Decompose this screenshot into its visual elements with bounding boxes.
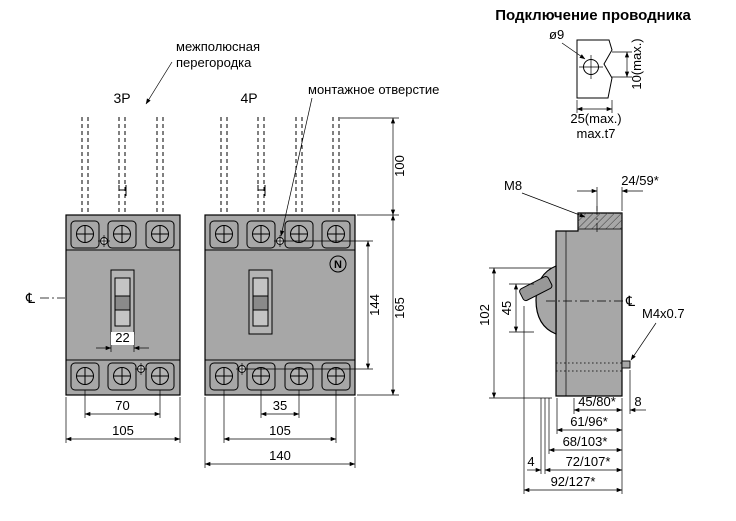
centerline-symbol: ℄	[625, 294, 635, 310]
callout-hole-dia: ø9	[549, 27, 586, 60]
view-label-3p: 3P	[113, 90, 130, 106]
dim-165-text: 165	[392, 297, 407, 319]
dim-10max-text: 10(max.)	[629, 38, 644, 89]
handle-window-4p	[248, 269, 273, 335]
dim-70: 70	[84, 390, 161, 418]
callout-mounting-hole: монтажное отверстие	[280, 82, 439, 237]
dim-68-103-text: 68/103*	[563, 434, 608, 449]
dim-70-text: 70	[115, 398, 129, 413]
partition-label-line1: межполюсная	[176, 39, 260, 54]
m4-label: M4x0.7	[642, 306, 685, 321]
dim-8-text: 8	[634, 394, 641, 409]
dim-35: 35	[260, 390, 300, 418]
dim-24-59-text: 24/59*	[621, 173, 659, 188]
centerline-right: ℄	[546, 294, 635, 310]
dim-25max-text: 25(max.)	[570, 111, 621, 126]
neutral-label: N	[334, 259, 342, 271]
callout-partition: межполюсная перегородка	[145, 39, 260, 105]
dim-25-max: 25(max.)	[570, 100, 622, 126]
dim-22-text: 22	[115, 330, 129, 345]
dim-100: 100	[340, 117, 407, 216]
dim-144: 144	[246, 240, 382, 370]
thickness-max-label: max.t7	[576, 126, 615, 141]
dim-144-text: 144	[367, 294, 382, 316]
neutral-badge: N	[329, 255, 347, 273]
dim-35-text: 35	[273, 398, 287, 413]
callout-m8: M8	[504, 178, 586, 218]
hatched-mount-area	[578, 213, 622, 229]
depth-dimensions: 45/80* 8 61/96* 68/103* 72/107* 4 92/127…	[523, 306, 646, 494]
dim-165: 165	[357, 214, 407, 396]
dim-105-4p-text: 105	[269, 423, 291, 438]
terminal-screw-tip	[621, 360, 631, 369]
dim-102: 102	[477, 267, 552, 399]
m8-label: M8	[504, 178, 522, 193]
mounting-hole-label: монтажное отверстие	[308, 82, 439, 97]
dim-140-text: 140	[269, 448, 291, 463]
centerline-symbol: ℄	[25, 291, 35, 307]
pole-pin-icon	[220, 116, 228, 215]
toggle-handle	[519, 276, 553, 302]
dim-92-127-text: 92/127*	[551, 474, 596, 489]
dim-4-text: 4	[527, 454, 534, 469]
hole-dia-label: ø9	[549, 27, 564, 42]
dim-105-3p-text: 105	[112, 423, 134, 438]
pole-pin-icon	[118, 116, 126, 215]
detail-title: Подключение проводника	[495, 7, 691, 24]
dim-61-96-text: 61/96*	[570, 414, 608, 429]
dim-45-80-text: 45/80*	[578, 394, 616, 409]
dim-102-text: 102	[477, 304, 492, 326]
dim-100-text: 100	[392, 155, 407, 177]
dim-24-59: 24/59*	[577, 173, 659, 211]
side-view: ℄ M8 M4x0.7 24/59* 102 45	[477, 173, 685, 494]
conductor-connection-detail: Подключение проводника ø9 10(max.) 25(ma…	[495, 7, 691, 141]
dim-140: 140	[204, 397, 356, 468]
dim-45-text: 45	[499, 301, 514, 315]
dim-handle-22: 22	[96, 330, 149, 352]
pole-pin-icon	[332, 116, 340, 215]
partition-label-line2: перегородка	[176, 55, 252, 70]
front-view-4p: 4P N 35	[204, 90, 356, 468]
callout-m4: M4x0.7	[630, 306, 685, 361]
dim-45: 45	[499, 283, 534, 333]
handle-window-3p	[110, 269, 135, 335]
pole-pin-icon	[257, 116, 265, 215]
dim-105-4p: 105	[223, 390, 337, 443]
pole-pin-icon	[81, 116, 89, 215]
dim-10-max: 10(max.)	[612, 38, 644, 90]
centerline-left: ℄	[25, 291, 65, 307]
front-view-3p: 3P 22 70	[65, 90, 181, 443]
dim-72-107-text: 72/107*	[566, 454, 611, 469]
view-label-4p: 4P	[240, 90, 257, 106]
pole-pin-icon	[156, 116, 164, 215]
dim-105-3p: 105	[65, 397, 181, 443]
